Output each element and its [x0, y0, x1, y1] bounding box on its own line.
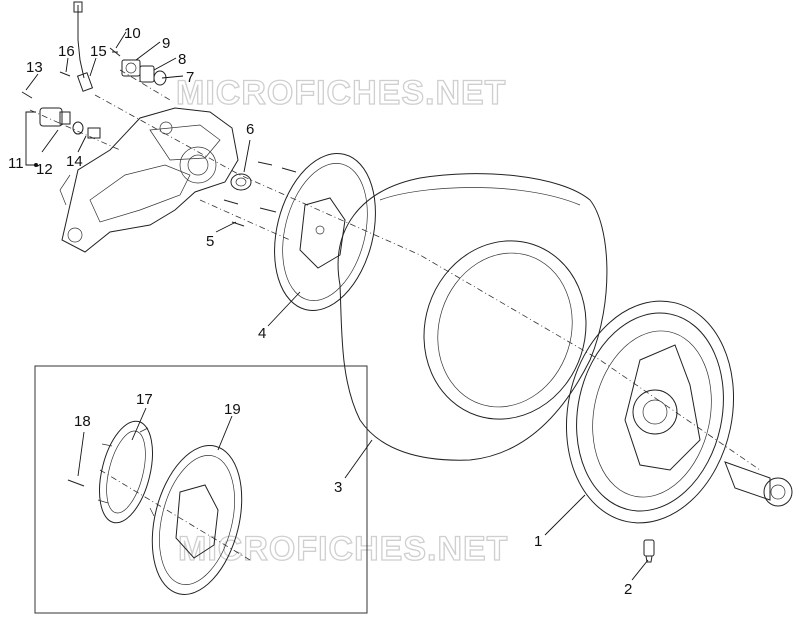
- callout-labels: 1 2 3 4 5 6 7 8 9 10 11 12 13 14 15 16 1…: [8, 25, 632, 598]
- callout-7: 7: [186, 69, 194, 86]
- callout-17: 17: [136, 391, 153, 408]
- abs-variant-inset: [34, 365, 368, 614]
- callout-3: 3: [334, 479, 342, 496]
- watermark-top: MICROFICHES.NET: [176, 74, 506, 112]
- assembly-axes: [29, 69, 761, 561]
- callout-16: 16: [58, 43, 75, 60]
- callout-1: 1: [534, 533, 542, 550]
- valve: [643, 539, 655, 563]
- callout-18: 18: [74, 413, 91, 430]
- callout-15: 15: [90, 43, 107, 60]
- callout-4: 4: [258, 325, 266, 342]
- callout-5: 5: [206, 233, 214, 250]
- brake-disc-front: [274, 153, 376, 311]
- leader-lines: [25, 31, 649, 581]
- watermark-bottom: MICROFICHES.NET: [178, 530, 508, 568]
- callout-9: 9: [162, 35, 170, 52]
- callout-10: 10: [124, 25, 141, 42]
- hardware-parts: [21, 47, 297, 227]
- callout-13: 13: [26, 59, 43, 76]
- swing-arm-bracket: [59, 107, 239, 253]
- sensor-cable: [73, 1, 94, 92]
- group-bullet: [34, 163, 38, 167]
- callout-2: 2: [624, 581, 632, 598]
- callout-14: 14: [66, 153, 83, 170]
- tyre: [337, 173, 608, 461]
- callout-11: 11: [8, 155, 24, 172]
- callout-8: 8: [178, 51, 186, 68]
- callout-12: 12: [36, 161, 53, 178]
- callout-19: 19: [224, 401, 241, 418]
- wheel-rim: [565, 300, 793, 524]
- callout-6: 6: [246, 121, 254, 138]
